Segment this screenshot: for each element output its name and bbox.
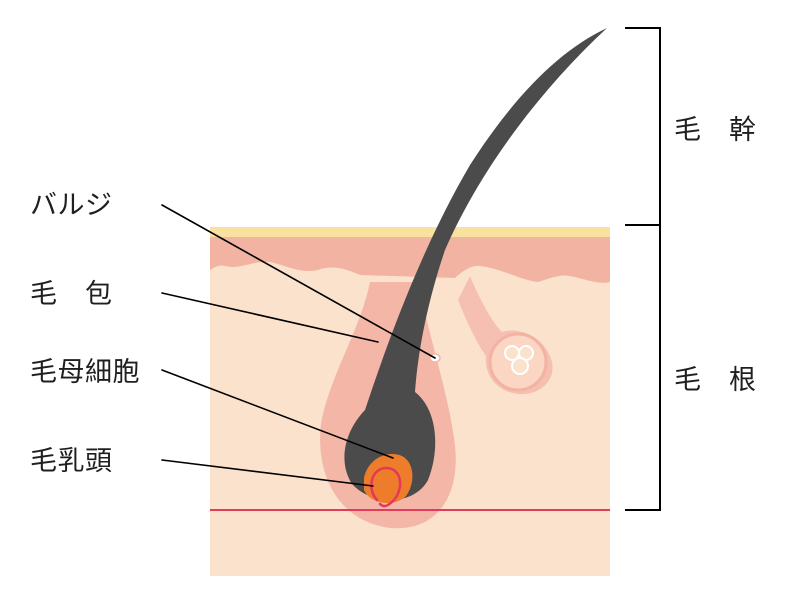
dermal-papilla [370,466,402,508]
epidermis-top [210,227,610,237]
leader-follicle [161,292,379,343]
leader-bulge [161,204,436,359]
sebaceous-gland [458,276,553,395]
leader-matrix-cells [161,369,394,459]
hair-root-bracket [625,224,661,511]
hair-shaft-label: 毛 幹 [674,115,757,146]
papilla-label: 毛乳頭 [30,446,113,477]
leader-papilla [161,459,374,487]
hair-shaft-bracket [625,27,661,226]
matrix-cells-label: 毛母細胞 [30,357,140,388]
hair [344,28,607,501]
hair-root-label: 毛 根 [674,365,757,396]
bulge-label: バルジ [30,190,113,221]
follicle-label: 毛 包 [30,279,113,310]
upper-dermis-layer [210,236,610,283]
gland-cell-3 [511,357,529,375]
